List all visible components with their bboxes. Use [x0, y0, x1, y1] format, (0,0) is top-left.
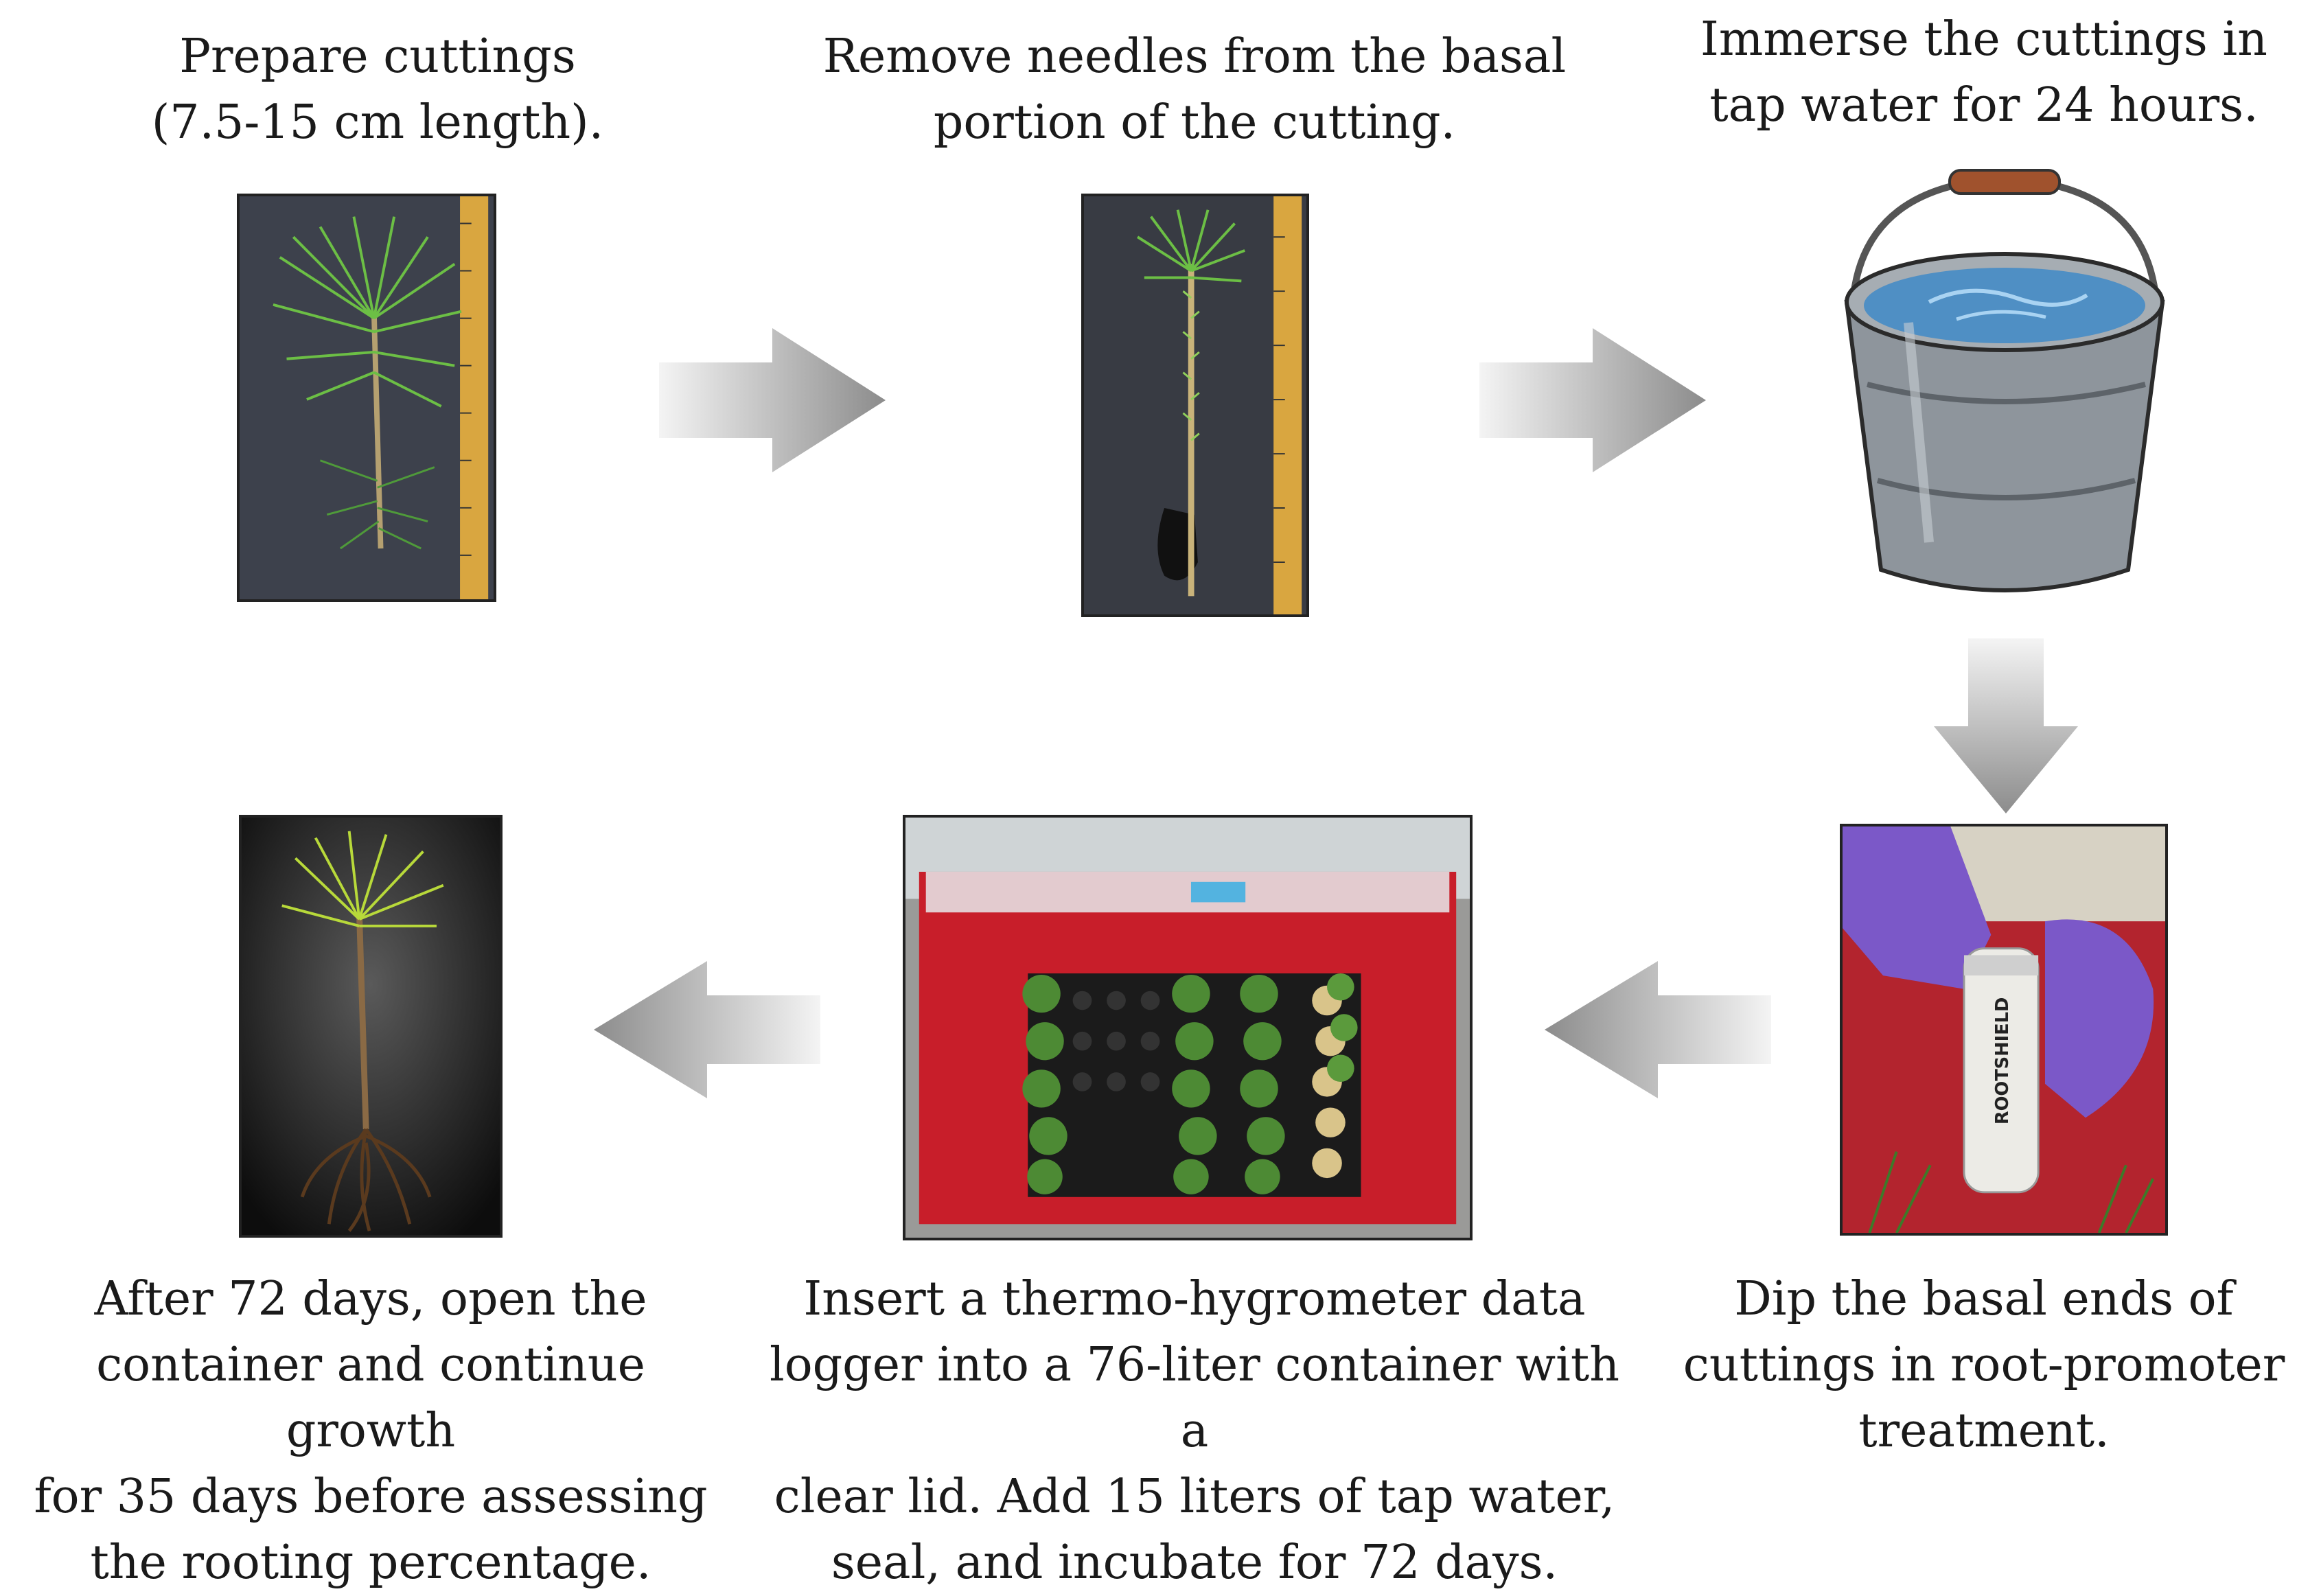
arrow-right-1: [659, 328, 886, 472]
rooted-cutting-photo: [239, 815, 503, 1238]
cutting-photo: [237, 194, 496, 602]
step6-caption: After 72 days, open the container and co…: [34, 1272, 708, 1590]
tube-label: ROOTSHIELD: [1992, 997, 2013, 1124]
step5-caption: Insert a thermo-hygrometer data logger i…: [769, 1272, 1620, 1590]
water-bucket-illustration: [1826, 158, 2183, 625]
arrow-down: [1934, 638, 2078, 813]
arrow-right-2: [1479, 328, 1706, 472]
step1-caption: Prepare cuttings (7.5-15 cm length).: [151, 30, 604, 150]
stripped-cutting-photo: [1081, 194, 1309, 617]
root-promoter-dip-photo: ROOTSHIELD: [1840, 824, 2168, 1236]
incubation-container-photo: [903, 815, 1473, 1240]
step4-caption: Dip the basal ends of cuttings in root-p…: [1683, 1272, 2285, 1458]
step2-caption: Remove needles from the basal portion of…: [822, 30, 1567, 150]
step3-caption: Immerse the cuttings in tap water for 24…: [1700, 12, 2267, 132]
arrow-left-1: [1545, 961, 1771, 1098]
arrow-left-2: [594, 961, 820, 1098]
